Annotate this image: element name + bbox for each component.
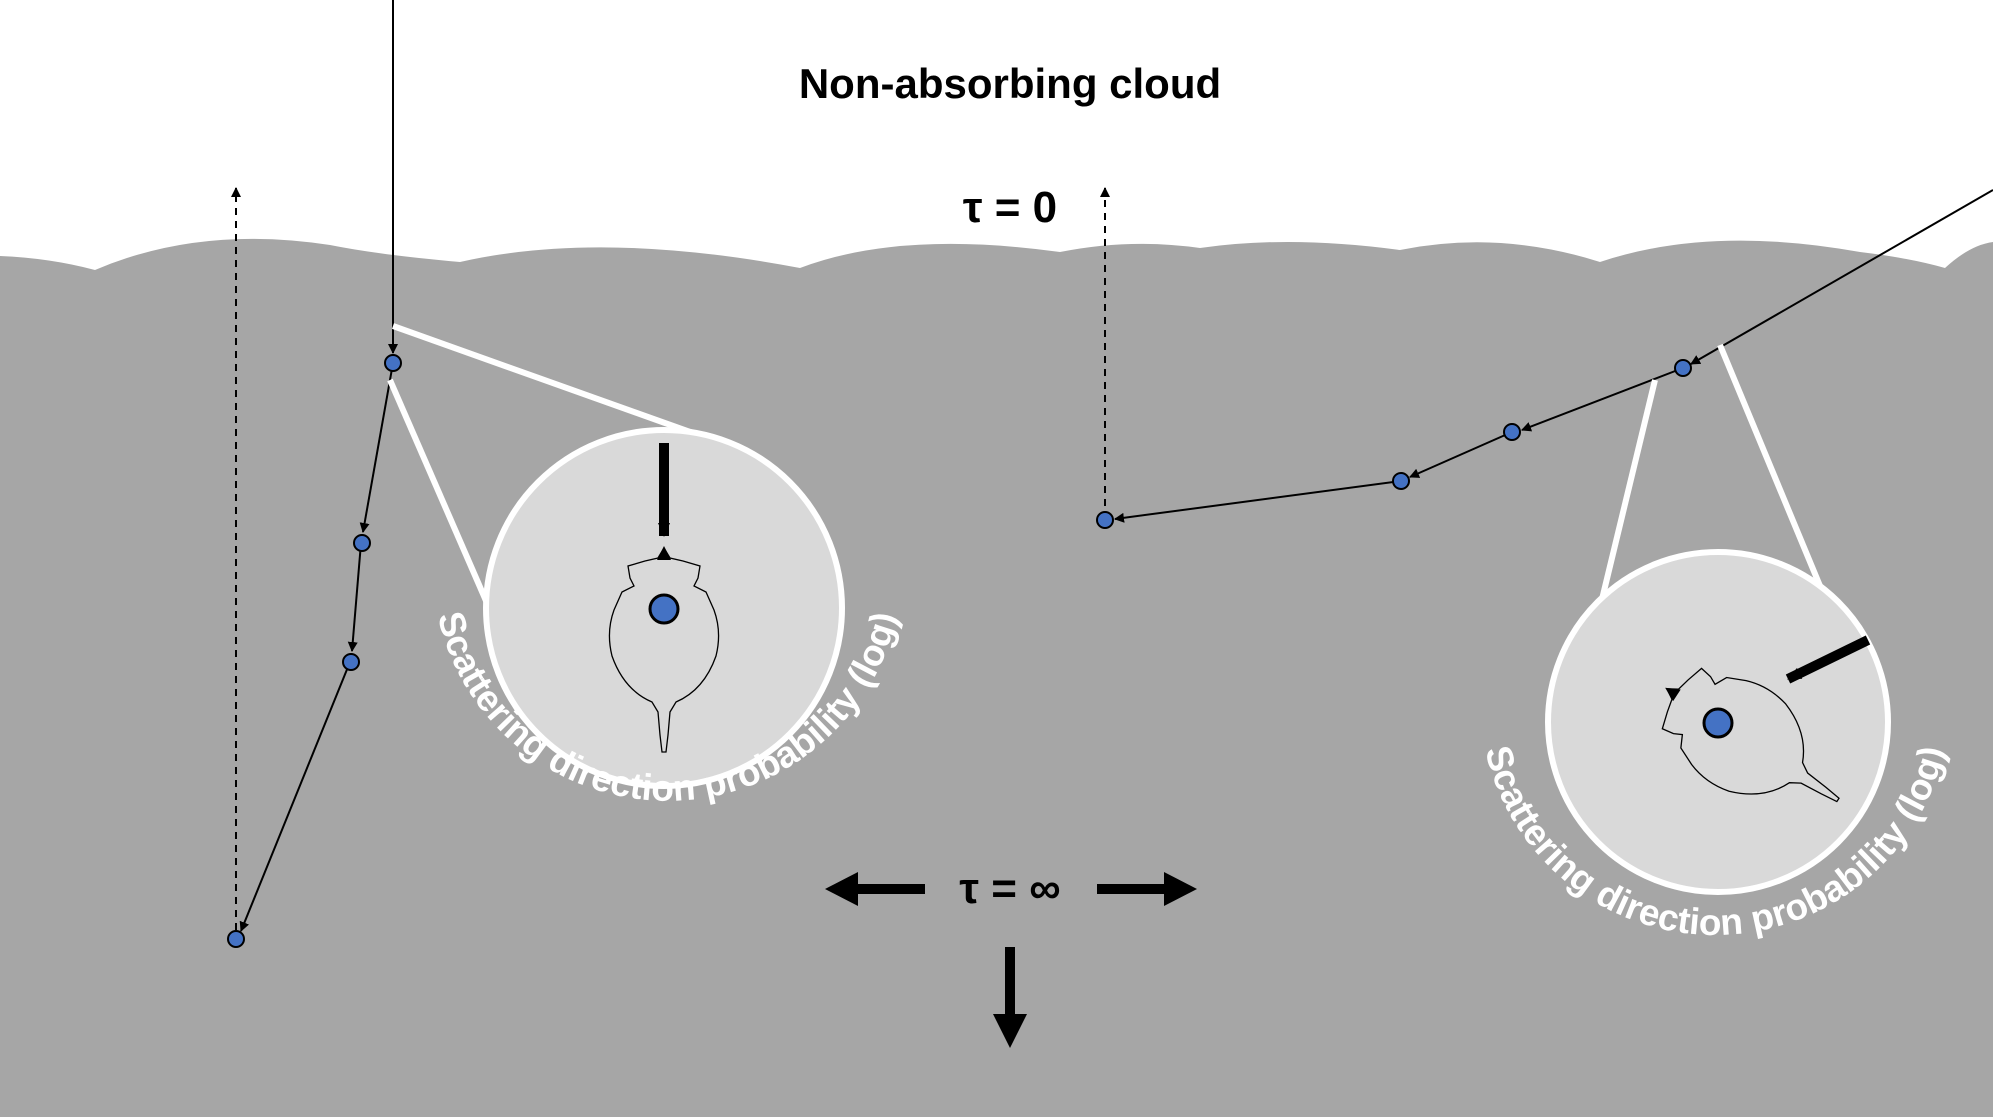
scatter-point [353,534,371,552]
left-scatter-points [227,354,402,948]
phase-function-curve-left [608,546,720,753]
tau-zero-label: τ = 0 [963,183,1057,232]
cloud-body [0,238,1993,1117]
phase-function-curve-right [1661,667,1840,803]
left-inset-magnifier: Scattering direction probability (log) [387,323,905,809]
scatter-segment [239,661,351,932]
diagram-title: Non-absorbing cloud [799,60,1221,107]
scatter-segment [347,542,362,652]
scatter-point [1503,423,1521,441]
magnifier-line [1594,379,1658,621]
scatter-segment [1114,480,1402,523]
scatter-point [1096,511,1114,529]
scatter-center-point-right [1702,707,1734,739]
scatter-point [227,930,245,948]
scatter-segment [1409,431,1513,478]
scatter-center-point-left [648,593,680,625]
tau-infinity-group: τ = ∞ [825,864,1197,1048]
left-arrowhead [825,872,858,906]
incident-ray-right [1690,189,1993,365]
left-photon-path [231,0,398,932]
magnifier-line [387,378,493,612]
scatter-segment [1521,367,1684,432]
scatter-point [1674,359,1692,377]
right-scatter-points [1096,359,1692,529]
right-arrowhead [1164,872,1197,906]
scatter-point [1392,472,1410,490]
scatter-segment [359,362,394,533]
right-photon-path [1100,187,1993,523]
tau-infinity-label: τ = ∞ [959,864,1060,913]
incident-direction-arrow-right [1785,635,1871,684]
scatter-point [342,653,360,671]
forward-peak-left [657,546,671,560]
scatter-point [384,354,402,372]
magnifier-line [1717,343,1833,612]
down-arrowhead [993,1014,1027,1048]
forward-peak-right [1665,687,1681,702]
